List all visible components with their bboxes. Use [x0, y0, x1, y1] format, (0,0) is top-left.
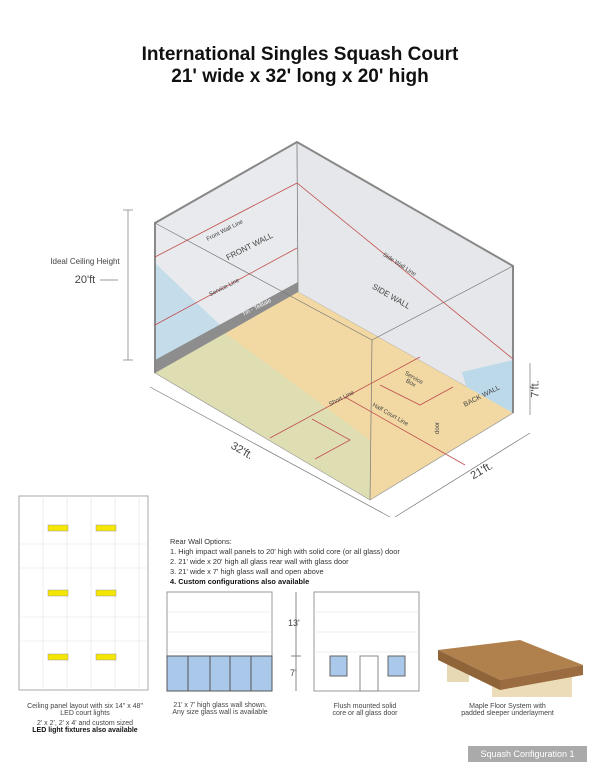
glass-wall-elevation — [166, 591, 301, 692]
floor-caption-1: Maple Floor System with — [469, 703, 546, 710]
rear-wall-option: 3. 21' wide x 7' high glass wall and ope… — [170, 567, 324, 576]
rear-wall-option: 4. Custom configurations also available — [170, 577, 310, 586]
dim-lower: 7' — [290, 668, 297, 678]
ceiling-caption: Ceiling panel layout with six 14" x 48" … — [10, 703, 160, 734]
door-caption-1: Flush mounted solid — [333, 703, 397, 710]
front-wall-glass-tint — [155, 263, 220, 362]
ceiling-caption-3: 2' x 2', 2' x 4' and custom sized — [36, 720, 133, 727]
ceiling-caption-4: LED light fixtures also available — [32, 727, 138, 734]
dimension-lines — [100, 209, 531, 518]
floor-caption: Maple Floor System with padded sleeper u… — [445, 703, 570, 717]
ceiling-panel-layout — [18, 495, 149, 691]
rear-wall-heading: Rear Wall Options: — [170, 537, 232, 546]
ceiling-height-value: 20'ft — [74, 274, 96, 286]
ceiling-caption-1: Ceiling panel layout with six 14" x 48" — [27, 703, 143, 710]
door-wall-elevation — [313, 591, 420, 692]
rear-wall-options: Rear Wall Options: 1. High impact wall p… — [170, 537, 400, 587]
title-line-1: International Singles Squash Court — [141, 44, 459, 65]
tin-telltale — [155, 282, 298, 373]
glass-caption-1: 21' x 7' high glass wall shown. — [173, 702, 267, 709]
dim-upper: 13' — [288, 618, 300, 628]
floor-caption-2: padded sleeper underlayment — [461, 710, 554, 717]
page-title: International Singles Squash Court 21' w… — [0, 44, 600, 88]
glass-caption-2: Any size glass wall is available — [172, 709, 268, 716]
maple-floor-image — [438, 640, 583, 697]
ceiling-height-label: Ideal Ceiling Height — [50, 257, 120, 266]
door-caption-2: core or all glass door — [332, 710, 398, 717]
title-line-2: 21' wide x 32' long x 20' high — [171, 66, 429, 87]
floor — [155, 292, 513, 500]
led-light-icons — [47, 524, 117, 661]
configuration-badge: Squash Configuration 1 — [468, 746, 587, 762]
glass-caption: 21' x 7' high glass wall shown. Any size… — [160, 702, 280, 716]
ceiling-caption-2: LED court lights — [60, 710, 110, 717]
court-lines — [154, 182, 514, 466]
rear-wall-option: 2. 21' wide x 20' high all glass rear wa… — [170, 557, 349, 566]
rear-wall-option: 1. High impact wall panels to 20' high w… — [170, 547, 400, 556]
door-caption: Flush mounted solid core or all glass do… — [310, 703, 420, 717]
door-icon — [359, 655, 379, 692]
door-label: door — [435, 421, 442, 435]
glass-height-label: 7'ft. — [529, 380, 542, 398]
